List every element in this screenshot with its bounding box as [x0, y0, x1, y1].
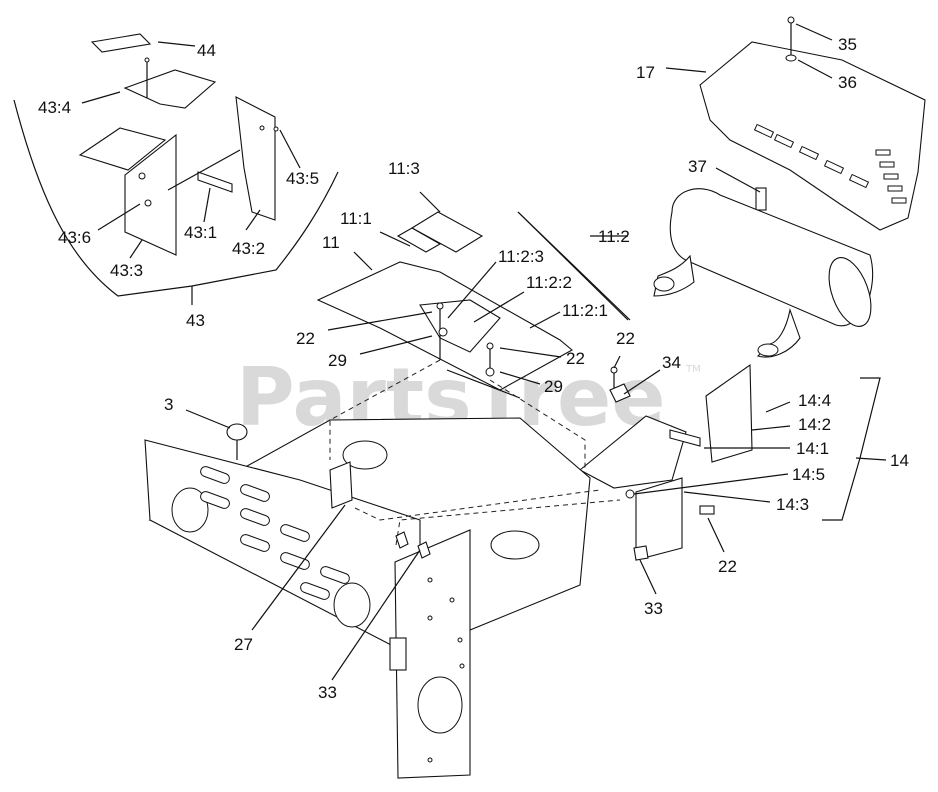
callout-37: 37 [688, 157, 707, 176]
callout-43-6: 43:6 [58, 228, 91, 247]
callout-29-b: 29 [544, 377, 563, 396]
part-33-nut [395, 531, 409, 549]
callout-22-b: 22 [566, 349, 585, 368]
assembly-11 [316, 211, 573, 399]
callout-11-3: 11:3 [388, 159, 420, 178]
part-37-spacer [755, 187, 767, 211]
callout-34: 34 [662, 353, 681, 372]
callout-14-2: 14:2 [798, 415, 831, 434]
part-14-3-bracket [635, 477, 683, 561]
callout-labels: 44 43:4 43:5 43:6 43:1 43:2 43:3 43 11:3… [38, 35, 909, 702]
callout-22-a: 22 [296, 329, 315, 348]
callout-43-2: 43:2 [232, 239, 265, 258]
callout-29-a: 29 [328, 351, 347, 370]
callout-11-2-3: 11:2:3 [498, 247, 544, 266]
part-43-6-plate [78, 127, 167, 171]
bracket-43 [13, 99, 339, 297]
callout-22-c: 22 [616, 329, 635, 348]
part-44-decal [90, 33, 152, 53]
callout-14-4: 14:4 [798, 391, 831, 410]
assembly-muffler [653, 16, 926, 358]
part-43-4-plate [123, 69, 217, 109]
bracket-11-2 [517, 211, 631, 321]
part-11-3-decal [410, 211, 484, 253]
callout-43-1: 43:1 [184, 223, 217, 242]
callout-43: 43 [186, 311, 205, 330]
part-11-1-decal [396, 227, 442, 253]
callout-27: 27 [234, 635, 253, 654]
part-17-shield [699, 41, 926, 231]
callout-14-3: 14:3 [776, 495, 809, 514]
callout-43-4: 43:4 [38, 98, 71, 117]
callout-11-2-1: 11:2:1 [562, 301, 608, 320]
part-27-bracket [329, 461, 353, 509]
part-14-1-bar [669, 429, 701, 447]
part-34-clamp [609, 383, 631, 403]
callout-36: 36 [838, 73, 857, 92]
callout-11-2: 11:2 [598, 227, 630, 246]
connector-lines [329, 359, 621, 546]
main-frame [144, 417, 591, 779]
callout-22-d: 22 [718, 557, 737, 576]
part-14-2-bracket [705, 363, 753, 463]
callout-14-1: 14:1 [796, 439, 829, 458]
callout-35: 35 [838, 35, 857, 54]
callout-17: 17 [636, 63, 655, 82]
callout-43-3: 43:3 [110, 261, 143, 280]
watermark-trademark: TM [685, 364, 701, 375]
callout-11: 11 [322, 233, 340, 252]
assembly-43 [13, 33, 339, 297]
callout-11-2-2: 11:2:2 [526, 273, 572, 292]
callout-33-b: 33 [644, 599, 663, 618]
callout-44: 44 [197, 41, 216, 60]
callout-3: 3 [164, 395, 173, 414]
part-14-plate [579, 415, 687, 489]
leader-lines [81, 23, 887, 681]
callout-33-a: 33 [318, 683, 337, 702]
callout-14-5: 14:5 [792, 465, 825, 484]
callout-11-1: 11:1 [340, 209, 372, 228]
part-43-2-bracket [235, 96, 276, 221]
callout-43-5: 43:5 [286, 169, 319, 188]
callout-14: 14 [890, 451, 909, 470]
part-3-knob [226, 423, 248, 441]
assembly-14 [579, 363, 753, 561]
part-43-1-strip [197, 171, 233, 193]
